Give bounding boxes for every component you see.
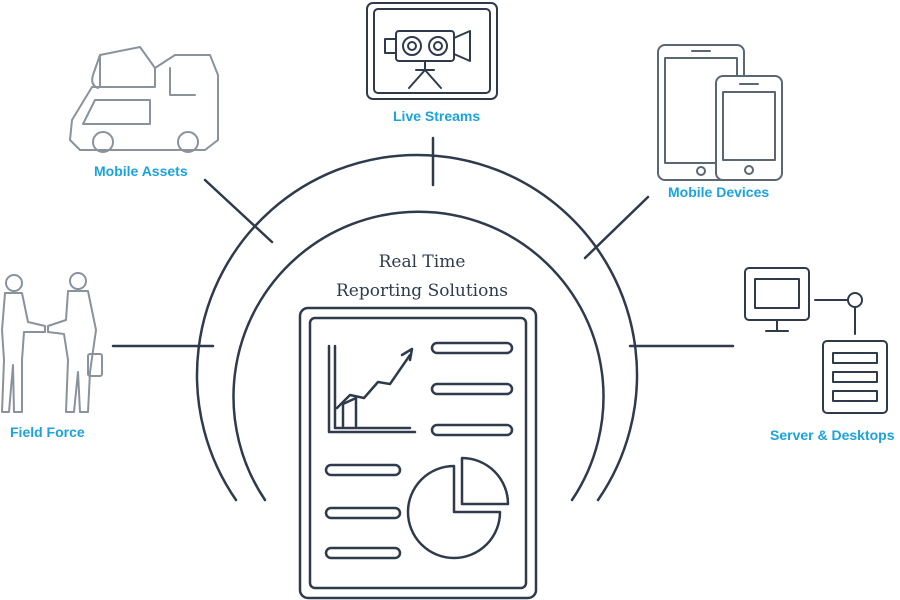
server-desktops-label: Server & Desktops bbox=[770, 427, 895, 443]
center-title-line2: Reporting Solutions bbox=[335, 281, 509, 301]
center-title: Real Time Reporting Solutions bbox=[310, 248, 534, 306]
video-camera-icon bbox=[366, 2, 498, 100]
mobile-assets-label: Mobile Assets bbox=[94, 163, 188, 179]
report-text-line bbox=[430, 423, 514, 437]
report-document-icon bbox=[298, 306, 538, 600]
report-text-line bbox=[430, 341, 514, 355]
center-title-line1: Real Time bbox=[378, 252, 466, 272]
handshake-icon bbox=[1, 272, 103, 413]
report-text-line bbox=[324, 463, 402, 477]
live-streams-label: Live Streams bbox=[393, 108, 481, 124]
field-force-label: Field Force bbox=[10, 424, 85, 440]
pie-chart-icon bbox=[406, 456, 510, 560]
tablet-phone-icon bbox=[657, 44, 783, 181]
server-desktop-icon bbox=[744, 267, 888, 414]
mobile-devices-label: Mobile Devices bbox=[668, 184, 770, 200]
inner-hub-arc bbox=[232, 210, 605, 502]
connector-mobile-assets bbox=[203, 178, 274, 244]
tow-truck-icon bbox=[69, 46, 219, 153]
report-text-line bbox=[324, 506, 402, 520]
outer-hub-arc bbox=[195, 153, 639, 502]
report-text-line bbox=[430, 382, 514, 396]
growth-chart-icon bbox=[327, 344, 417, 434]
report-text-line bbox=[324, 546, 402, 560]
connector-mobile-devices bbox=[583, 195, 650, 260]
